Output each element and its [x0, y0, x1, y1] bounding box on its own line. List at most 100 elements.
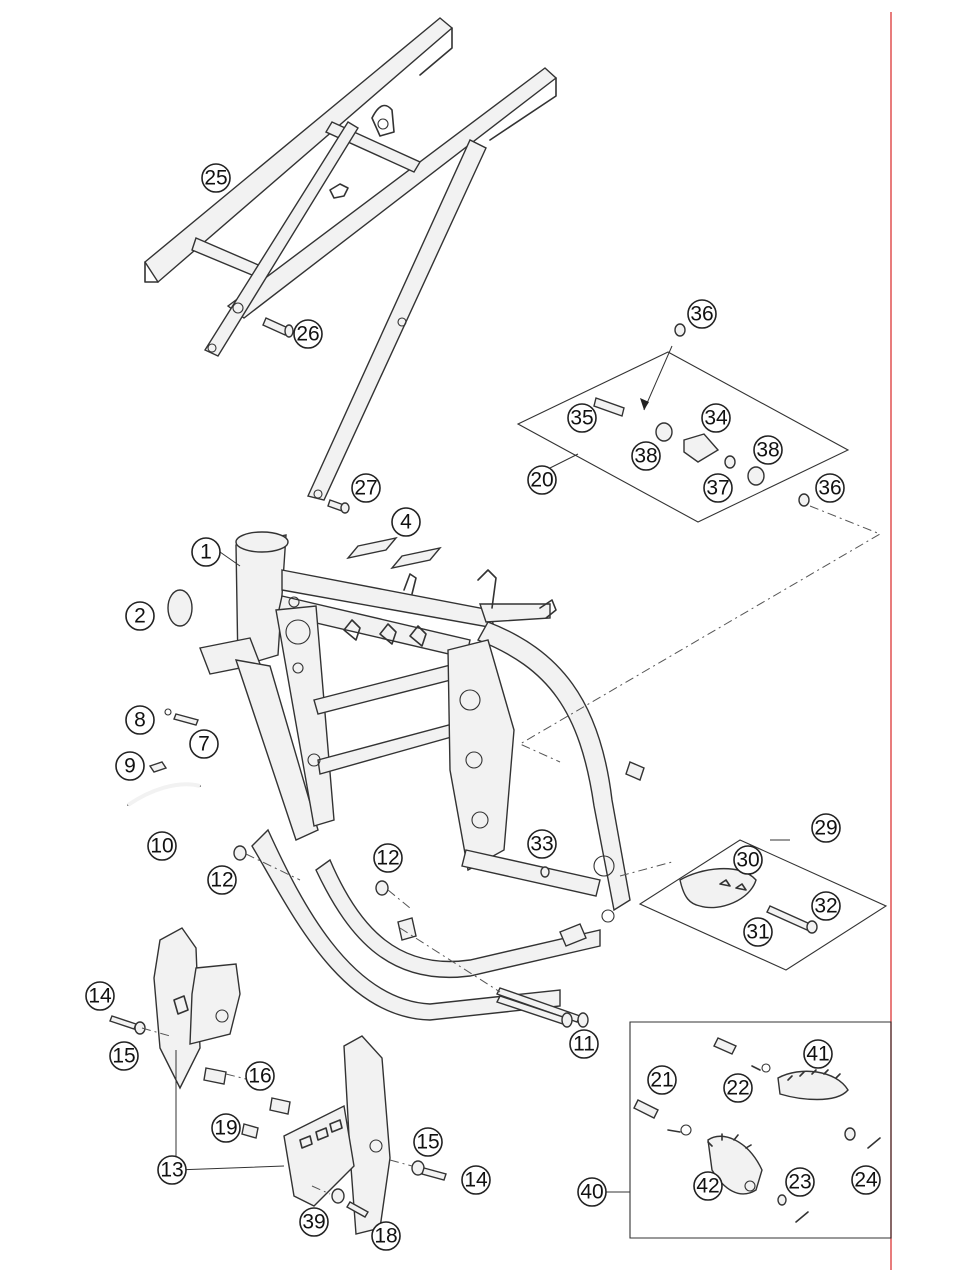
svg-text:38: 38	[756, 439, 779, 462]
callout-18: 18	[371, 1221, 401, 1251]
subframe	[144, 17, 558, 501]
callout-23: 23	[785, 1167, 815, 1197]
projection-line-shock	[518, 505, 882, 763]
footpeg-group	[629, 1021, 892, 1239]
screw-7-nut-8	[164, 708, 199, 726]
callout-19: 19	[211, 1113, 241, 1143]
svg-text:12: 12	[376, 847, 399, 870]
svg-text:22: 22	[726, 1077, 749, 1100]
svg-text:42: 42	[696, 1175, 719, 1198]
svg-text:10: 10	[150, 835, 173, 858]
svg-text:21: 21	[650, 1069, 673, 1092]
callout-41: 41	[803, 1039, 833, 1069]
callout-34: 34	[701, 403, 731, 433]
svg-text:40: 40	[580, 1181, 603, 1204]
svg-text:23: 23	[788, 1171, 811, 1194]
callout-26: 26	[293, 319, 323, 349]
svg-text:13: 13	[160, 1159, 183, 1182]
callout-36-right: 36	[815, 473, 845, 503]
callout-35: 35	[567, 403, 597, 433]
svg-text:15: 15	[112, 1045, 135, 1068]
frame-guard-left	[153, 927, 241, 1090]
svg-text:25: 25	[204, 167, 227, 190]
screw-14-left	[109, 1015, 146, 1035]
svg-text:36: 36	[690, 303, 713, 326]
svg-text:20: 20	[530, 469, 553, 492]
callout-29: 29	[811, 813, 841, 843]
callout-37: 37	[703, 473, 733, 503]
nut-12-left	[233, 845, 247, 861]
screw-14-right	[411, 1160, 447, 1181]
callout-24: 24	[851, 1165, 881, 1195]
leader-lines	[175, 453, 790, 1193]
svg-text:19: 19	[214, 1117, 237, 1140]
callout-16: 16	[245, 1061, 275, 1091]
svg-text:33: 33	[530, 833, 553, 856]
projection-line-bolt-11	[399, 927, 501, 993]
svg-text:8: 8	[134, 709, 146, 732]
frame-guard-right	[283, 1035, 391, 1235]
svg-text:24: 24	[854, 1169, 878, 1192]
bolt-11	[496, 987, 589, 1028]
svg-text:18: 18	[374, 1225, 397, 1248]
svg-text:15: 15	[416, 1131, 439, 1154]
callout-1: 1	[191, 537, 221, 567]
nut-12-right	[375, 880, 389, 896]
callout-20: 20	[527, 465, 557, 495]
callout-14-left: 14	[85, 981, 115, 1011]
clamp-9	[148, 761, 168, 773]
callout-12-right: 12	[373, 843, 403, 873]
svg-text:29: 29	[814, 817, 837, 840]
callout-22: 22	[723, 1073, 753, 1103]
callout-9: 9	[115, 751, 145, 781]
callout-2: 2	[125, 601, 155, 631]
callout-38-left: 38	[631, 441, 661, 471]
svg-text:39: 39	[302, 1211, 325, 1234]
svg-text:38: 38	[634, 445, 657, 468]
svg-text:2: 2	[134, 605, 146, 628]
chain-slider-group	[638, 839, 888, 971]
frame-protector-cap	[167, 589, 193, 627]
svg-text:27: 27	[354, 477, 377, 500]
main-frame	[199, 531, 645, 1021]
callout-14-right: 14	[461, 1165, 491, 1195]
projection-line-guard	[141, 1027, 413, 1195]
callout-13: 13	[157, 1155, 187, 1185]
svg-text:4: 4	[400, 511, 412, 534]
callout-38-right: 38	[753, 435, 783, 465]
svg-text:11: 11	[573, 1033, 595, 1056]
callout-27: 27	[351, 473, 381, 503]
svg-text:36: 36	[818, 477, 841, 500]
svg-text:35: 35	[570, 407, 593, 430]
projection-line-slider	[619, 861, 673, 877]
bolt-26	[262, 317, 294, 338]
callout-11: 11	[569, 1029, 599, 1059]
callout-30: 30	[733, 845, 763, 875]
svg-text:16: 16	[248, 1065, 271, 1088]
pin-upper	[269, 1097, 291, 1115]
callout-42: 42	[693, 1171, 723, 1201]
callout-25: 25	[201, 163, 231, 193]
shock-mount-group	[516, 323, 850, 523]
nut-33	[540, 866, 550, 878]
svg-text:30: 30	[736, 849, 759, 872]
callout-4: 4	[391, 507, 421, 537]
svg-text:12: 12	[210, 869, 233, 892]
callout-8: 8	[125, 705, 155, 735]
callout-32: 32	[811, 891, 841, 921]
callout-36-top: 36	[687, 299, 717, 329]
svg-text:14: 14	[464, 1169, 488, 1192]
callout-40: 40	[577, 1177, 607, 1207]
svg-text:34: 34	[704, 407, 728, 430]
bolt-27	[327, 499, 350, 514]
svg-text:31: 31	[746, 921, 769, 944]
callout-15-left: 15	[109, 1041, 139, 1071]
svg-text:41: 41	[806, 1043, 829, 1066]
screw-18-washer-39	[331, 1188, 369, 1218]
spacer-16	[203, 1067, 227, 1085]
decal-stickers	[346, 536, 442, 570]
hose-10	[126, 782, 201, 807]
callout-33: 33	[527, 829, 557, 859]
callout-21: 21	[647, 1065, 677, 1095]
